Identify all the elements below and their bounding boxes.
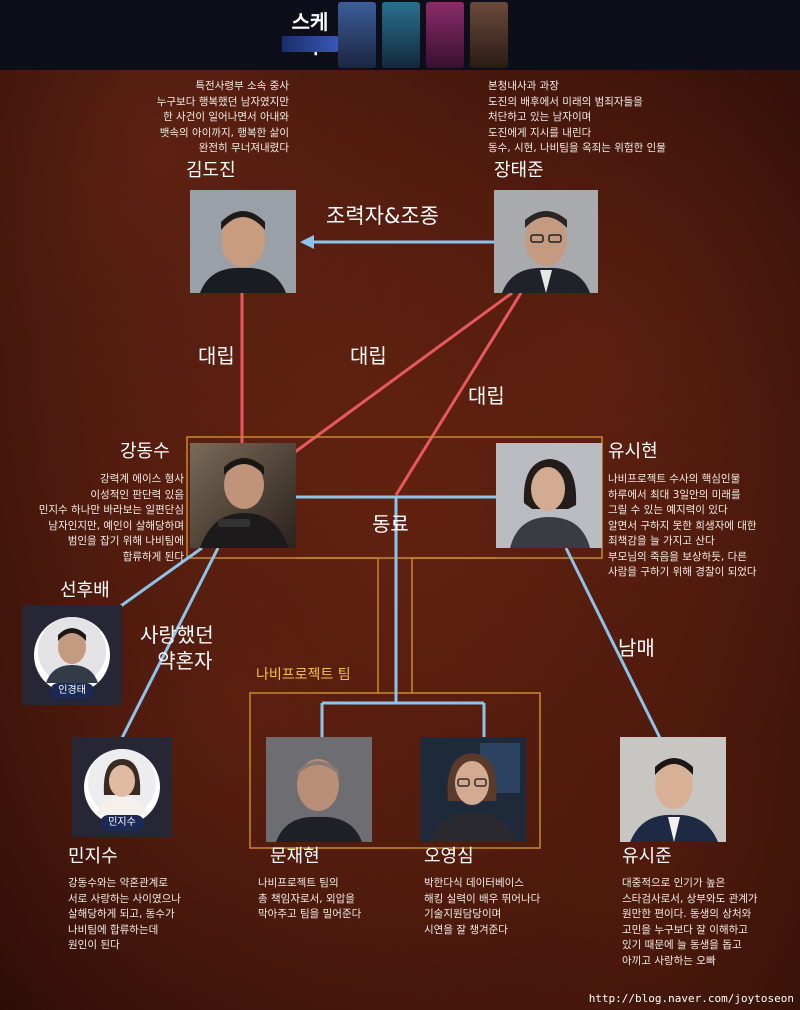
seon-hubae-tag: 인경태 [50,683,94,699]
kim-dojin-description: 특전사령부 소속 중사 누구보다 행복했던 남자였지만 한 사건이 일어나면서 … [156,80,289,154]
line-kang-seonhubae [117,546,203,610]
seon-hubae-photo: 인경태 [22,605,122,705]
relation-control-label: 조력자&조종 [326,204,439,228]
mun-jaehyeon-description: 나비프로젝트 팀의 총 책임자로서, 외압을 막아주고 팀을 밀어준다 [258,877,362,920]
yu-sijun-description: 대중적으로 인기가 높은 스타검사로서, 상부와도 관계가 원만한 편이다. 동… [622,877,758,967]
header-banner: 스케치 [0,0,800,70]
control-arrowhead [300,235,314,249]
min-jisu-name: 민지수 [68,846,118,867]
min-jisu-photo: 민지수 [72,737,172,837]
seon-hubae-label: 선후배 [60,580,110,601]
mun-jaehyeon-name: 문재현 [270,846,320,867]
yu-sihyeon-description: 나비프로젝트 수사의 핵심인물 하루에서 최대 3일안의 미래를 그릴 수 있는… [608,473,757,578]
line-yu-siblings [564,547,662,739]
header-cast-photo-1 [338,2,376,68]
header-cast-photo-2 [382,2,420,68]
jang-taejun-photo [494,190,598,293]
blog-watermark: http://blog.naver.com/joytoseon [588,992,794,1005]
kang-dongsu-description: 강력계 에이스 형사 이성적인 판단력 있음 민지수 하나만 바라보는 일편단심… [38,473,184,563]
mun-jaehyeon-photo [266,737,372,842]
o-yeongsim-photo [420,737,526,842]
relation-siblings-label: 남매 [618,636,655,660]
jang-taejun-name: 장태준 [494,160,544,181]
min-jisu-description: 강동수와는 약혼관계로 서로 사랑하는 사이였으나 살해당하게 되고, 동수가 … [68,877,181,951]
kang-dongsu-photo [190,443,296,548]
conflict-line-jang-kang [294,291,513,454]
relation-ex-fiance-label: 사랑했던 약혼자 [140,623,214,673]
kim-dojin-name: 김도진 [186,160,236,181]
kang-dongsu-name: 강동수 [120,441,170,462]
yu-sijun-name: 유시준 [622,846,672,867]
drama-subtitle-bar [282,36,338,52]
relation-conflict-label-2: 대립 [350,344,387,368]
min-jisu-tag: 민지수 [100,815,144,831]
team-bracket-left [296,557,379,693]
header-cast-photo-3 [426,2,464,68]
jang-taejun-description: 본청내사과 과장 도진의 배후에서 미래의 범죄자들을 처단하고 있는 남자이며… [488,80,666,154]
header-cast-photo-4 [470,2,508,68]
o-yeongsim-description: 박한다식 데이터베이스 해킹 실력이 배우 뛰어나다 기술지원담당이며 시연을 … [424,877,541,936]
team-bracket-right [411,557,496,693]
line-kang-minjisu [120,547,220,739]
relation-conflict-label-1: 대립 [198,344,235,368]
relation-colleague-label: 동료 [372,512,409,536]
conflict-line-jang-team [394,292,523,496]
yu-sihyeon-photo [496,443,602,548]
kim-dojin-photo [190,190,296,293]
yu-sihyeon-name: 유시현 [608,441,658,462]
relation-conflict-label-3: 대립 [468,384,505,408]
o-yeongsim-name: 오영심 [424,846,474,867]
yu-sijun-photo [620,737,726,842]
team-label: 나비프로젝트 팀 [256,667,351,683]
